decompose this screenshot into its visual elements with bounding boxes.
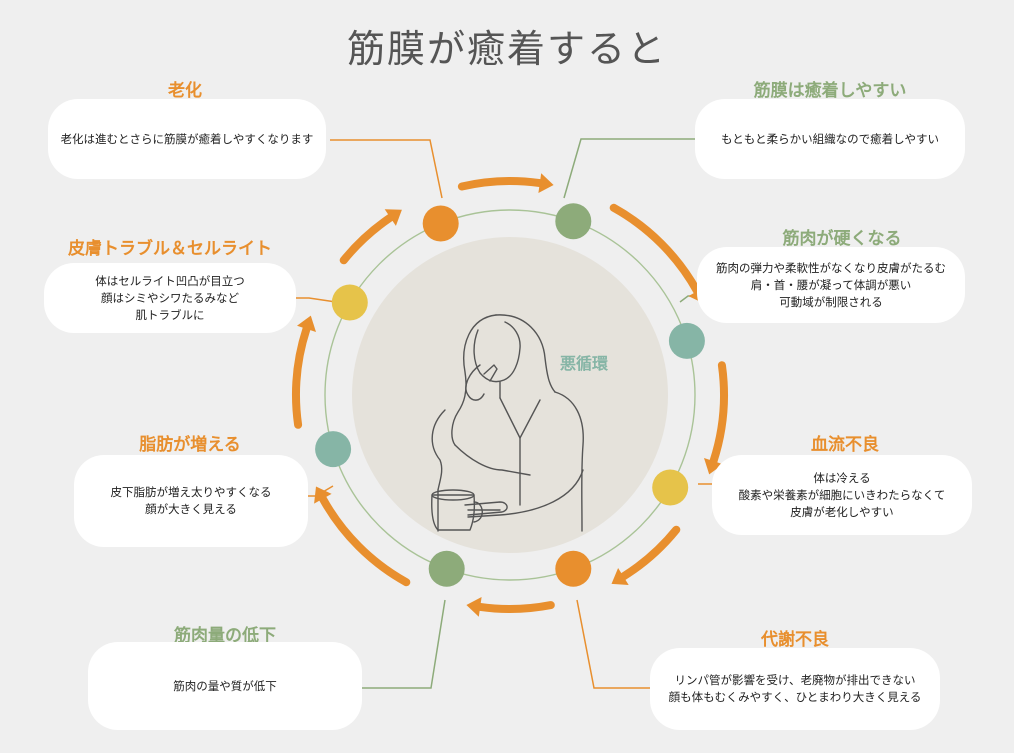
- clockwise-arrow-icon: [292, 315, 316, 429]
- step-heading: 筋肉が硬くなる: [782, 229, 902, 249]
- cycle-arrows: [292, 173, 728, 617]
- connector-line: [362, 599, 446, 689]
- clockwise-arrow-icon: [457, 173, 554, 193]
- connector-line: [563, 138, 695, 199]
- cycle-node: [428, 550, 465, 587]
- step-description-line: 酸素や栄養素が細胞にいきわたらなくて: [738, 487, 946, 502]
- step-heading: 老化: [168, 81, 202, 101]
- center-label: 悪循環: [560, 354, 609, 373]
- cycle-node: [668, 322, 705, 359]
- cycle-nodes: [315, 203, 705, 587]
- step-description-box: 体は冷える酸素や栄養素が細胞にいきわたらなくて皮膚が老化しやすい: [712, 455, 972, 535]
- cycle-node: [555, 203, 592, 240]
- connector-line: [330, 139, 443, 199]
- step-description-line: 可動域が制限される: [779, 294, 883, 309]
- step-heading: 代謝不良: [761, 630, 829, 650]
- connector-line: [296, 297, 337, 303]
- step-heading: 筋膜は癒着しやすい: [753, 81, 907, 101]
- clockwise-arrow-icon: [609, 203, 706, 304]
- step-description-line: 顔が大きく見える: [145, 502, 237, 516]
- clockwise-arrow-icon: [339, 209, 402, 265]
- step-heading: 脂肪が増える: [139, 435, 241, 455]
- step-description-box: 筋肉の弾力や柔軟性がなくなり皮膚がたるむ肩・首・腰が凝って体調が悪い可動域が制限…: [697, 247, 965, 323]
- cycle-ring: [324, 209, 696, 581]
- step-description-line: 筋肉の量や質が低下: [173, 678, 277, 693]
- step-description-line: 肌トラブルに: [135, 307, 205, 322]
- step-description-line: 老化は進むとさらに筋膜が癒着しやすくなります: [60, 131, 314, 146]
- cycle-node: [555, 550, 592, 587]
- step-description-line: 皮膚が老化しやすい: [790, 504, 894, 519]
- step-description-box: もともと柔らかい組織なので癒着しやすい: [695, 99, 965, 179]
- step-description-box: 老化は進むとさらに筋膜が癒着しやすくなります: [48, 99, 326, 179]
- step-description-line: 体はセルライト凹凸が目立つ: [95, 273, 245, 288]
- step-description-line: 筋肉の弾力や柔軟性がなくなり皮膚がたるむ: [716, 260, 946, 275]
- step-description-line: 皮下脂肪が増え太りやすくなる: [110, 485, 272, 499]
- cycle-node: [652, 469, 689, 506]
- clockwise-arrow-icon: [704, 361, 728, 475]
- step-description-box: リンパ管が影響を受け、老廃物が排出できない顔も体もむくみやすく、ひとまわり大きく…: [650, 648, 940, 730]
- step-description-box: 体はセルライト凹凸が目立つ顔はシミやシワたるみなど肌トラブルに: [44, 263, 296, 333]
- cycle-node: [422, 205, 459, 242]
- step-description-box: 皮下脂肪が増え太りやすくなる顔が大きく見える: [74, 455, 308, 547]
- step-description-box: 筋肉の量や質が低下: [88, 642, 362, 730]
- clockwise-arrow-icon: [314, 486, 411, 587]
- step-description-line: 顔も体もむくみやすく、ひとまわり大きく見える: [668, 690, 922, 704]
- page-title: 筋膜が癒着すると: [346, 27, 667, 71]
- cycle-node: [315, 431, 352, 468]
- step-heading: 血流不良: [811, 435, 879, 455]
- step-heading: 筋肉量の低下: [174, 626, 276, 646]
- clockwise-arrow-icon: [466, 597, 555, 617]
- center-disc: [352, 237, 668, 553]
- step-description-line: 顔はシミやシワたるみなど: [101, 290, 239, 305]
- step-heading: 皮膚トラブル＆セルライト: [68, 239, 272, 259]
- thinking-woman-illustration: [431, 314, 584, 532]
- clockwise-arrow-icon: [611, 525, 681, 585]
- step-description-line: もともと柔らかい組織なので癒着しやすい: [721, 131, 939, 146]
- step-description-line: 体は冷える: [813, 470, 871, 485]
- step-description-line: リンパ管が影響を受け、老廃物が排出できない: [674, 673, 916, 687]
- connector-line: [576, 599, 650, 689]
- step-description-line: 肩・首・腰が凝って体調が悪い: [750, 277, 912, 292]
- cycle-node: [331, 284, 368, 321]
